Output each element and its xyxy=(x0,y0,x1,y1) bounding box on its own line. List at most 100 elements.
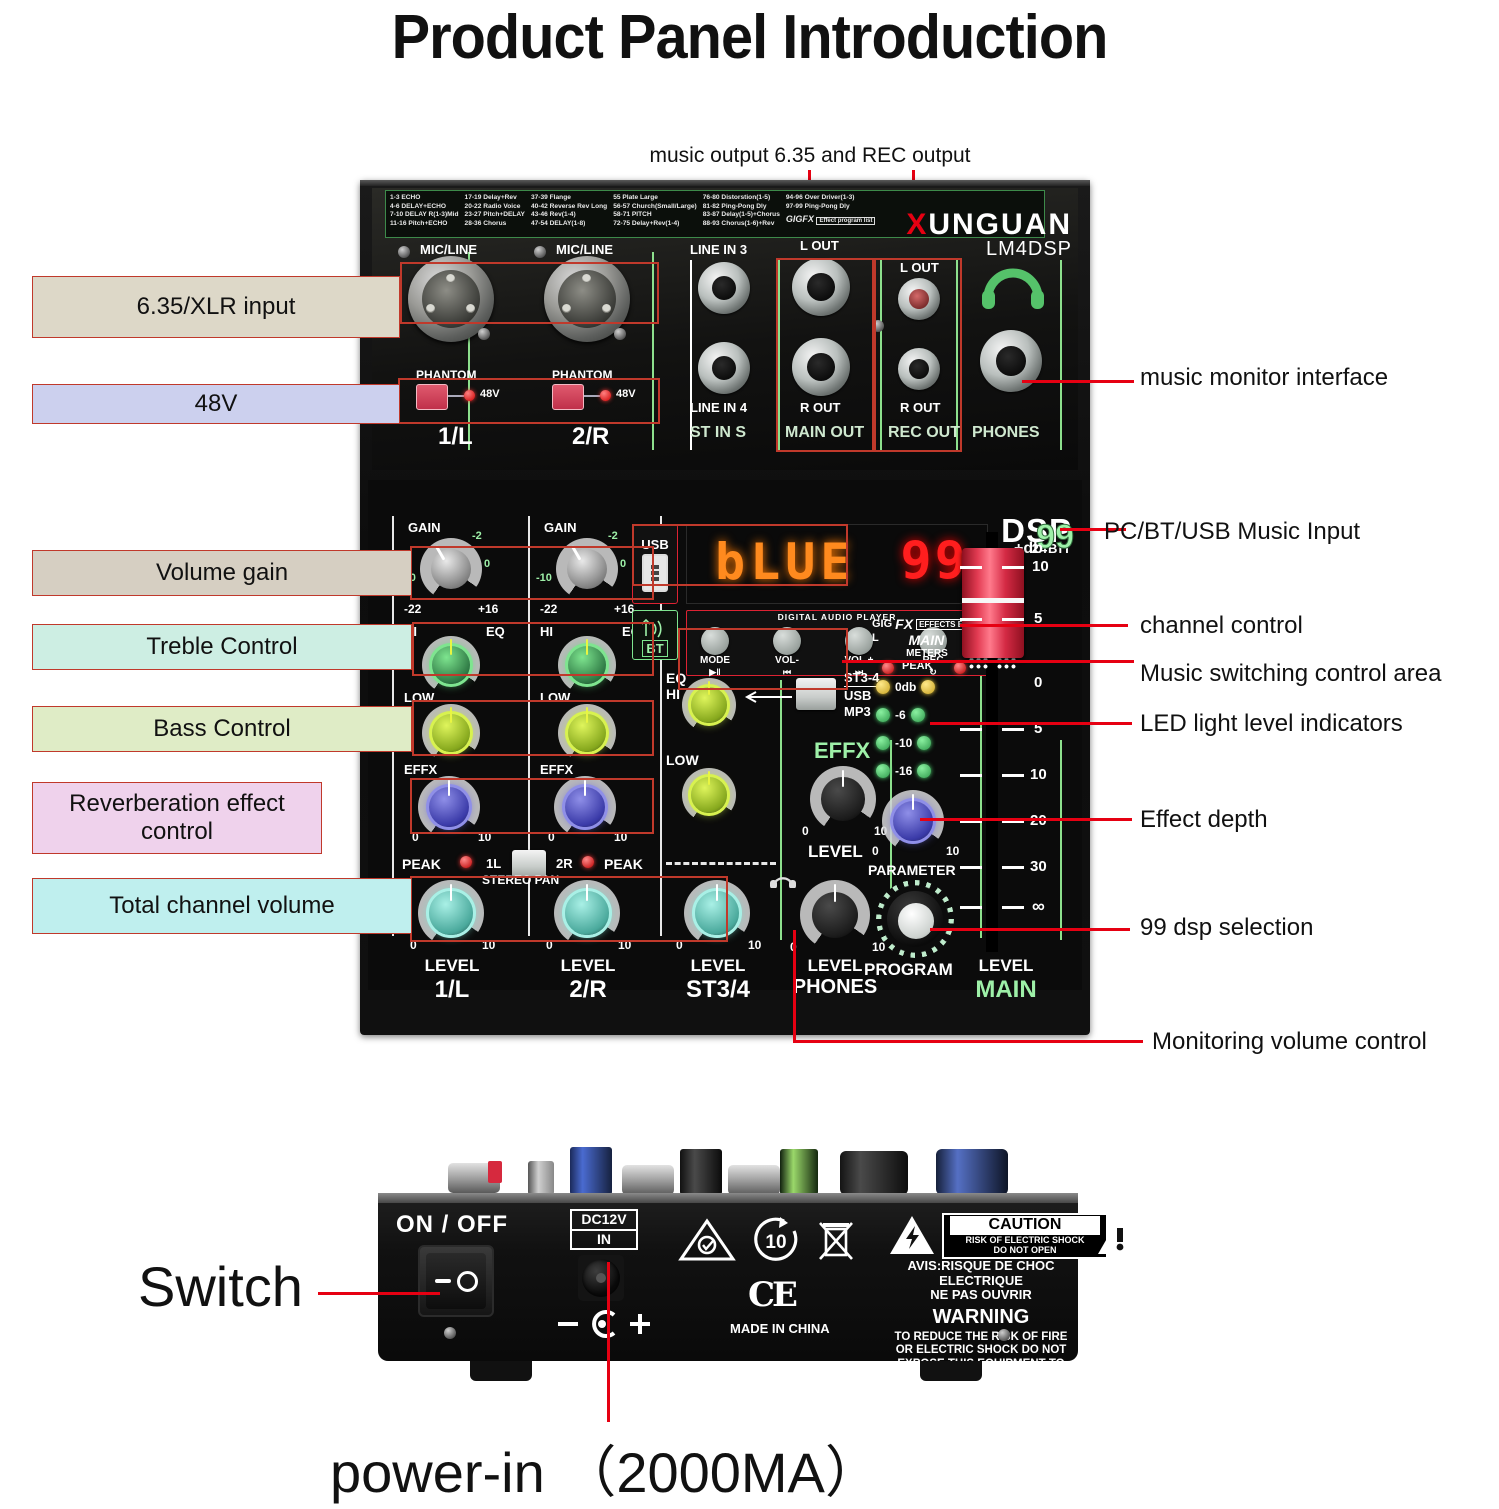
highlight-usb-input xyxy=(632,524,848,586)
leader-monitoring-v xyxy=(793,930,796,1042)
led-left-minus6 xyxy=(876,708,890,722)
knob-hi-eq-1[interactable] xyxy=(422,636,480,694)
label-mic-line-1: MIC/LINE xyxy=(420,242,478,257)
separator xyxy=(780,680,782,940)
leader-switch xyxy=(318,1292,440,1295)
jack-rec-r-out[interactable] xyxy=(898,348,940,390)
parameter-max: 10 xyxy=(946,844,960,858)
jack-line-in-3[interactable] xyxy=(698,262,750,314)
separator xyxy=(778,260,780,450)
gain-min-1: -22 xyxy=(404,602,422,616)
rubber-foot xyxy=(920,1361,982,1381)
highlight-main-out xyxy=(776,258,876,452)
dap-button-rec[interactable] xyxy=(919,627,947,655)
label-peak-meters: PEAK xyxy=(902,660,933,672)
led-left-minus10 xyxy=(876,736,890,750)
separator xyxy=(956,260,958,450)
combo-jack-1[interactable] xyxy=(408,256,494,342)
label-led-indicators: LED light level indicators xyxy=(1140,710,1403,737)
usb-port[interactable]: USB xyxy=(632,524,678,604)
fx-col-6: 94-96 Over Driver(1-3) 97-99 Ping-Pong D… xyxy=(786,194,876,234)
rubber-foot xyxy=(470,1361,532,1381)
rcm-icon xyxy=(678,1218,736,1261)
gain-min-2: -22 xyxy=(540,602,558,616)
label-pan-1l: 1L xyxy=(486,856,502,871)
led-right-0db xyxy=(921,680,936,694)
rear-jack-nut xyxy=(622,1165,674,1195)
label-peak-left: PEAK xyxy=(402,856,441,872)
knob-effx-1[interactable] xyxy=(418,776,480,838)
knob-low-eq-1[interactable] xyxy=(422,704,480,762)
knob-phones-level[interactable] xyxy=(800,880,870,950)
jack-main-r-out[interactable] xyxy=(792,338,850,396)
fx-col-1: 1-3 ECHO 4-6 DELAY+ECHO 7-10 DELAY R(1-3… xyxy=(390,194,459,227)
fader-tick xyxy=(960,866,982,869)
jack-main-l-out[interactable] xyxy=(792,258,850,316)
phantom-button-2[interactable] xyxy=(552,384,584,410)
label-48v-1: 48V xyxy=(480,388,500,400)
led-row-minus10: -10 xyxy=(876,736,932,750)
next-track-icon: ⏭ xyxy=(854,667,864,677)
phantom-button-1[interactable] xyxy=(416,384,448,410)
knob-level-2[interactable] xyxy=(554,880,620,946)
channel-label-st34: LEVEL ST3/4 xyxy=(685,956,751,1003)
dap-header: DIGITAL AUDIO PLAYER xyxy=(777,612,897,622)
level-min-1: 0 xyxy=(410,938,417,952)
jack-phones[interactable] xyxy=(980,330,1042,392)
jack-line-in-4[interactable] xyxy=(698,342,750,394)
fader-tick xyxy=(1002,566,1024,569)
led-left-minus16 xyxy=(876,764,890,778)
knob-effx-2[interactable] xyxy=(554,776,616,838)
rear-knob xyxy=(570,1147,612,1195)
knob-effx-level[interactable] xyxy=(810,766,876,832)
brand-logo: XUNGUAN LM4DSP xyxy=(906,208,1072,261)
knob-level-1[interactable] xyxy=(418,880,484,946)
rear-knob xyxy=(528,1161,554,1195)
knob-level-st34[interactable] xyxy=(684,880,750,946)
knob-program-encoder[interactable] xyxy=(876,880,954,958)
label-music-monitor-interface: music monitor interface xyxy=(1140,364,1389,391)
dap-label-mode: MODE xyxy=(700,655,730,666)
label-center-eq: EQ xyxy=(666,670,687,686)
label-center-hi: HI xyxy=(666,686,680,702)
highlight-total-volume xyxy=(410,876,728,942)
label-st-in-s: ST IN S xyxy=(690,424,747,441)
rear-jack-nut xyxy=(728,1165,780,1195)
knob-parameter[interactable] xyxy=(882,790,944,852)
dap-button-vol-up[interactable] xyxy=(845,627,873,655)
knob-gain-2[interactable] xyxy=(556,538,618,600)
fader-scale-10: 10 xyxy=(1032,558,1049,575)
fader-scale-minus30: 30 xyxy=(1030,858,1047,875)
callout-treble-control: Treble Control xyxy=(32,624,412,670)
mixer-rear-panel: ON / OFF DC12V IN 10 xyxy=(360,1145,1142,1395)
effx-min-2: 0 xyxy=(548,830,555,844)
stereo-pan-button[interactable] xyxy=(512,850,546,878)
knob-low-eq-2[interactable] xyxy=(558,704,616,762)
jack-rec-l-out[interactable] xyxy=(898,278,940,320)
divider xyxy=(666,862,776,865)
screw xyxy=(398,246,410,258)
knob-gain-1[interactable] xyxy=(420,538,482,600)
knob-center-low[interactable] xyxy=(682,768,736,822)
power-switch[interactable] xyxy=(418,1245,494,1317)
dap-button-vol-down[interactable] xyxy=(773,627,801,655)
separator xyxy=(980,532,982,938)
screw xyxy=(478,328,490,340)
source-select-button[interactable] xyxy=(796,678,836,710)
label-eq-1: EQ xyxy=(486,624,505,639)
callout-volume-gain: Volume gain xyxy=(32,550,412,596)
phones-level-max: 10 xyxy=(872,940,886,954)
callout-total-channel-volume: Total channel volume xyxy=(32,878,412,934)
knob-hi-eq-2[interactable] xyxy=(558,636,616,694)
label-rec-r-out: R OUT xyxy=(900,400,941,415)
fader-scale-0: 0 xyxy=(1034,674,1043,691)
separator xyxy=(1060,740,1062,940)
leader-power-in xyxy=(607,1262,610,1422)
effx-min-1: 0 xyxy=(412,830,419,844)
knob-center-hi[interactable] xyxy=(682,678,736,732)
dc-power-jack[interactable] xyxy=(578,1255,624,1301)
fader-main-level[interactable] xyxy=(962,548,1024,658)
combo-jack-2[interactable] xyxy=(544,256,630,342)
dap-button-mode[interactable] xyxy=(701,627,729,655)
separator xyxy=(880,260,882,450)
